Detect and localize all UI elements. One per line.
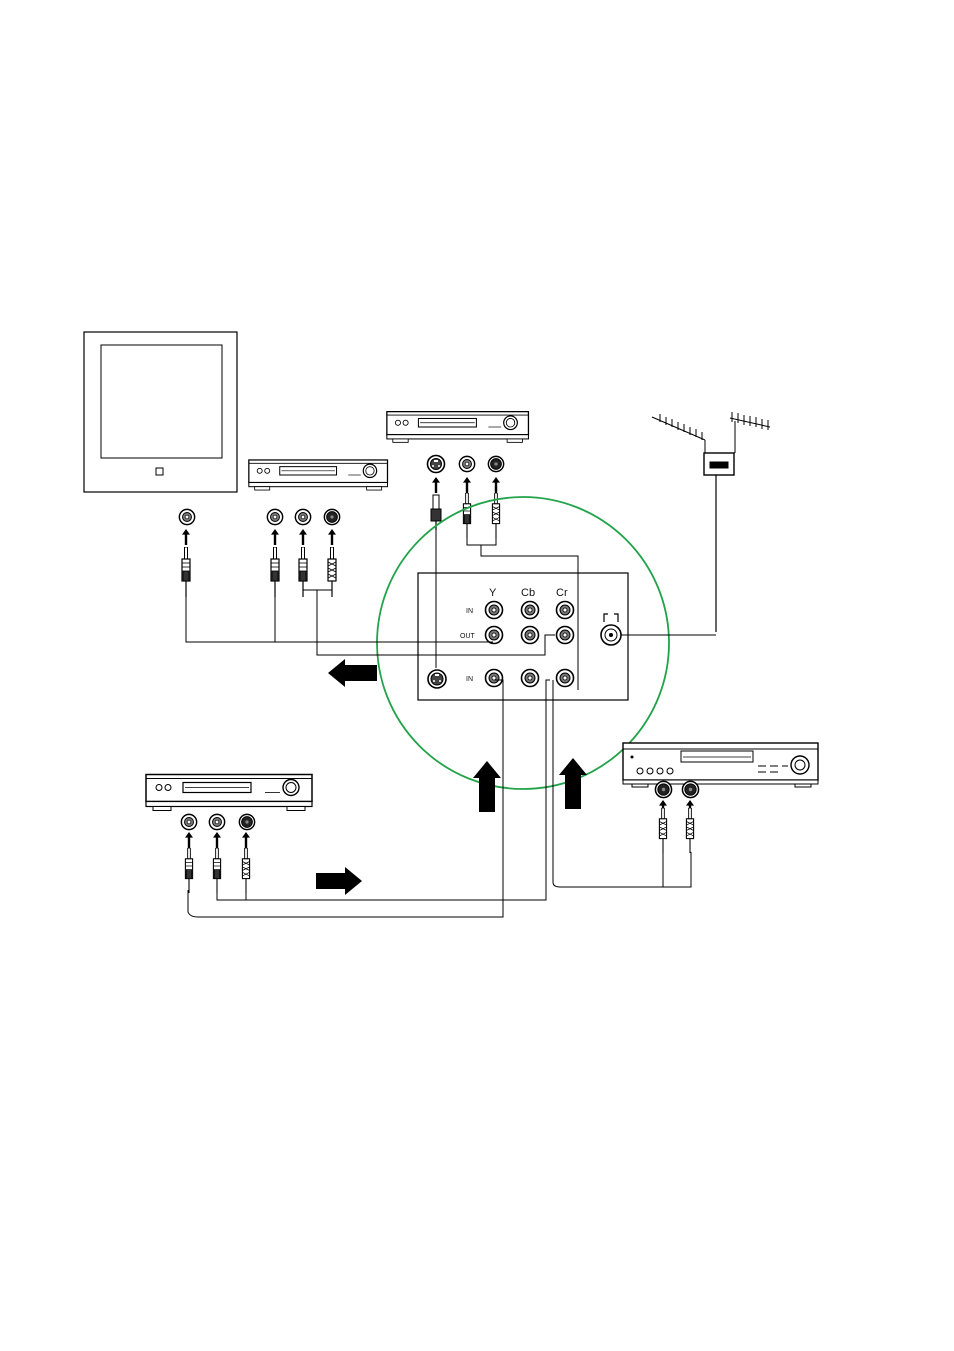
- row-label-out: OUT: [460, 633, 476, 640]
- cr-out-jack: [557, 627, 574, 644]
- tv-video-jack: [179, 509, 194, 597]
- cb-out-jack: [522, 627, 539, 644]
- vcr-bottom-left: [146, 775, 312, 894]
- av-panel: Y Cb Cr IN OUT IN: [418, 573, 628, 700]
- row-label-in-2: IN: [466, 676, 473, 683]
- row-label-in: IN: [466, 608, 473, 615]
- arrow-left: [328, 659, 377, 687]
- antenna: [652, 412, 770, 632]
- audio-amplifier: [623, 743, 818, 853]
- arrow-right: [316, 867, 362, 895]
- audio-r-in-jack: [557, 670, 574, 687]
- tv-monitor: [84, 332, 237, 492]
- svideo-jack-panel: [428, 670, 446, 688]
- header-cr: Cr: [556, 587, 568, 599]
- y-out-jack: [486, 627, 503, 644]
- vcr-top-left: [249, 460, 388, 597]
- header-cb: Cb: [521, 587, 535, 599]
- header-y: Y: [489, 587, 497, 599]
- cb-in-jack: [522, 602, 539, 619]
- cr-in-jack: [557, 602, 574, 619]
- audio-l-in-jack: [522, 670, 539, 687]
- vcr-top-center: [387, 412, 529, 538]
- svideo-jack-top: [428, 456, 445, 473]
- video-in-jack: [486, 670, 503, 687]
- y-in-jack: [486, 602, 503, 619]
